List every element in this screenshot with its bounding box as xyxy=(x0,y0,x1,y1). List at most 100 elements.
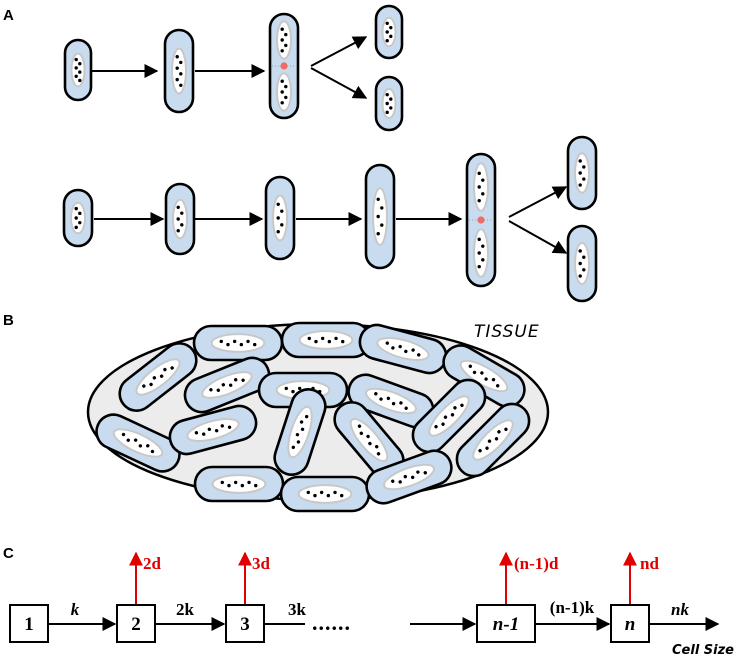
panel-b-label: B xyxy=(3,312,14,329)
nucleus xyxy=(210,333,266,353)
chromatin-dot xyxy=(582,177,586,181)
nucleus xyxy=(473,228,489,278)
chromatin-dot xyxy=(276,230,280,234)
state-label-1: 1 xyxy=(24,614,34,635)
chromatin-dot xyxy=(232,339,237,344)
state-box-1 xyxy=(9,604,49,643)
cell xyxy=(163,28,195,114)
chromatin-dot xyxy=(300,427,305,432)
chromatin-dot xyxy=(391,401,396,406)
nucleus xyxy=(472,419,514,461)
chromatin-dot xyxy=(410,475,415,480)
chromatin-dot xyxy=(376,214,380,219)
chromatin-dot xyxy=(481,192,485,196)
chromatin-dot xyxy=(280,27,284,31)
chromatin-dot xyxy=(121,432,126,437)
division-arrow xyxy=(310,67,368,99)
chromatin-dot xyxy=(247,480,251,485)
chromatin-dot xyxy=(423,471,427,475)
chromatin-dot xyxy=(179,83,183,87)
chromatin-dot xyxy=(180,211,184,215)
nucleus xyxy=(201,371,253,399)
chromatin-dot xyxy=(280,49,284,53)
chromatin-dot xyxy=(220,424,224,428)
chromatin-dot xyxy=(78,220,82,225)
chromatin-dot xyxy=(220,480,224,485)
chromatin-dot xyxy=(481,178,485,182)
division-arrow xyxy=(310,36,368,67)
chromatin-dot xyxy=(578,261,582,266)
chromatin-dot xyxy=(239,342,244,347)
death-label-3d: 3d xyxy=(252,554,271,573)
chromatin-dot xyxy=(453,406,457,410)
chromatin-dot xyxy=(233,480,238,485)
tissue-cell xyxy=(193,465,285,503)
chromatin-dot xyxy=(216,388,220,392)
panel-a-cell-division-sequences xyxy=(62,4,598,303)
chromatin-dot xyxy=(477,198,481,203)
chromatin-dot xyxy=(359,431,364,436)
cell xyxy=(374,75,404,132)
state-label-n-1: n-1 xyxy=(493,614,519,635)
chromatin-dot xyxy=(334,336,338,341)
chromatin-dot xyxy=(379,397,383,401)
chromatin-dot xyxy=(403,474,408,479)
cell xyxy=(268,12,300,120)
chromatin-dot xyxy=(398,344,402,349)
nucleus xyxy=(135,358,181,396)
chromatin-dot xyxy=(478,448,482,453)
chromatin-dot xyxy=(297,386,302,391)
nucleus xyxy=(276,20,292,60)
tissue-cell xyxy=(455,402,531,478)
chromatin-dot xyxy=(582,268,586,272)
chromatin-dot xyxy=(443,415,448,419)
cell xyxy=(62,188,94,248)
chromatin-dot xyxy=(582,255,586,259)
chromatin-dot xyxy=(313,493,317,498)
state-box-n xyxy=(610,604,650,643)
tissue-cell xyxy=(442,344,526,408)
state-box-n-1 xyxy=(476,604,536,643)
nucleus xyxy=(381,87,397,120)
chromatin-dot xyxy=(126,438,130,442)
nucleus xyxy=(287,405,313,459)
death-label-nd: nd xyxy=(640,554,659,573)
chromatin-dot xyxy=(180,223,184,227)
panel-c-label: C xyxy=(3,545,14,562)
chromatin-dot xyxy=(284,84,288,89)
chromatin-dot xyxy=(280,101,284,105)
nucleus xyxy=(383,463,435,491)
chromatin-dot xyxy=(320,336,325,341)
chromatin-dot xyxy=(284,386,288,391)
chromatin-dot xyxy=(150,449,155,454)
chromatin-dot xyxy=(176,205,180,209)
chromatin-dot xyxy=(299,420,304,424)
chromatin-dot xyxy=(376,232,380,236)
chromatin-dot xyxy=(340,493,344,498)
nucleus xyxy=(186,418,240,442)
chromatin-dot xyxy=(434,424,438,429)
chromatin-dot xyxy=(214,428,219,433)
chromatin-dot xyxy=(296,440,301,444)
chromatin-dot xyxy=(175,66,179,70)
nucleus xyxy=(70,52,86,88)
nucleus xyxy=(365,387,417,415)
tissue-cell xyxy=(183,356,271,414)
chromatin-dot xyxy=(234,378,238,382)
state-box-3 xyxy=(225,604,265,643)
chromatin-dot xyxy=(504,427,508,432)
chromatin-dot xyxy=(485,446,489,450)
chromatin-dot xyxy=(468,364,473,368)
chromatin-dot xyxy=(366,434,370,439)
chromatin-dot xyxy=(78,62,82,66)
chromatin-dot xyxy=(385,341,389,345)
nucleus xyxy=(272,194,288,242)
chromatin-dot xyxy=(368,441,372,446)
state-label-3: 3 xyxy=(240,614,250,635)
tissue-cell xyxy=(168,404,258,456)
chromatin-dot xyxy=(280,209,284,213)
chromatin-dot xyxy=(404,406,408,410)
nucleus xyxy=(298,330,354,350)
chromatin-dot xyxy=(480,371,484,375)
chromatin-dot xyxy=(385,92,389,97)
